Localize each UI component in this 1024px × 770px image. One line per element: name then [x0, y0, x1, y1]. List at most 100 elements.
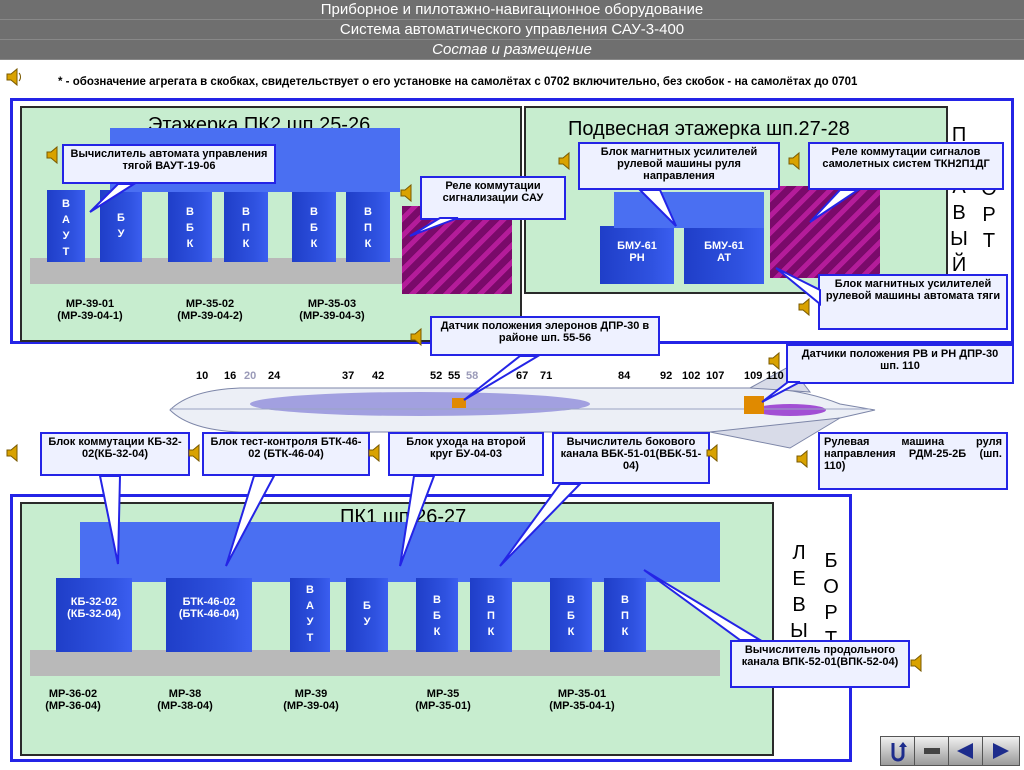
code-mr-35-01: МР-35-01 (МР-35-04-1): [549, 688, 615, 712]
callout-vpk52[interactable]: Вычислитель продольного канала ВПК-52-01…: [730, 640, 910, 688]
header-line-3: Состав и размещение: [0, 40, 1024, 60]
frame-20: 20: [244, 370, 257, 382]
speaker-icon[interactable]: [794, 448, 816, 475]
block-vpk-top-1[interactable]: В П К: [224, 190, 268, 262]
block-label: КБ-32-02 (КБ-32-04): [67, 596, 121, 620]
relay-stack: [402, 206, 512, 294]
return-icon: [891, 742, 907, 762]
block-bmu-at[interactable]: БМУ-61 АТ: [684, 226, 764, 284]
frame-102: 102: [682, 370, 701, 382]
frame-24: 24: [268, 370, 281, 382]
code-mr-38: МР-38 (МР-38-04): [157, 688, 213, 712]
block-vpk-top-2[interactable]: В П К: [346, 190, 390, 262]
block-bu-bottom[interactable]: Б У: [346, 578, 388, 652]
block-vbk-top-2[interactable]: В Б К: [292, 190, 336, 262]
frame-92: 92: [660, 370, 673, 382]
speaker-icon[interactable]: [44, 144, 66, 171]
code-mr-39: МР-39 (МР-39-04): [283, 688, 339, 712]
menu-button[interactable]: [914, 736, 950, 766]
callout-rdm25[interactable]: Рулевая машина руля направления РДМ-25-2…: [818, 432, 1008, 490]
previous-button[interactable]: [948, 736, 984, 766]
code-mr-35-02: МР-35-02 (МР-39-04-2): [177, 298, 243, 322]
frame-107: 107: [706, 370, 725, 382]
bottom-top-face: [80, 522, 720, 582]
callout-vaut[interactable]: Вычислитель автомата управления тягой ВА…: [62, 144, 276, 184]
callout-btk46[interactable]: Блок тест-контроля БТК-46-02 (БТК-46-04): [202, 432, 370, 476]
callout-relay-tkn[interactable]: Реле коммутации сигналов самолетных сист…: [808, 142, 1004, 190]
block-vpk-bottom-1[interactable]: В П К: [470, 578, 512, 652]
arrow-left-icon: [957, 743, 973, 759]
speaker-icon[interactable]: [796, 296, 818, 323]
shelf-shadow-bottom: [30, 650, 720, 676]
code-mr-39-01: МР-39-01 (МР-39-04-1): [57, 298, 123, 322]
speaker-icon[interactable]: [4, 442, 26, 469]
frame-110: 110: [766, 370, 784, 382]
code-mr-35-03: МР-35-03 (МР-39-04-3): [299, 298, 365, 322]
block-label: Б У: [363, 600, 371, 628]
block-label: В П К: [487, 594, 495, 638]
block-label: В П К: [242, 206, 250, 250]
callout-bu04[interactable]: Блок ухода на второй круг БУ-04-03: [388, 432, 544, 476]
block-label: В П К: [364, 206, 372, 250]
frame-42: 42: [372, 370, 385, 382]
footnote: * - обозначение агрегата в скобках, свид…: [58, 76, 858, 88]
speaker-icon[interactable]: [408, 326, 430, 353]
dpr30-aileron-marker: [452, 398, 466, 408]
speaker-icon[interactable]: [556, 150, 578, 177]
block-vaut-bottom[interactable]: В А У Т: [290, 578, 330, 652]
speaker-icon[interactable]: [186, 442, 208, 469]
bmu-top-face: [614, 192, 764, 228]
block-label: В Б К: [567, 594, 575, 638]
block-label: В А У Т: [306, 584, 314, 644]
code-mr-36-02: МР-36-02 (МР-36-04): [45, 688, 101, 712]
block-label: В А У Т: [62, 198, 70, 258]
block-label: БМУ-61 АТ: [704, 240, 744, 264]
speaker-icon[interactable]: [908, 652, 930, 679]
block-label: БМУ-61 РН: [617, 240, 657, 264]
block-vbk-bottom-1[interactable]: В Б К: [416, 578, 458, 652]
block-vpk-bottom-2[interactable]: В П К: [604, 578, 646, 652]
block-label: В Б К: [433, 594, 441, 638]
frame-10: 10: [196, 370, 209, 382]
speaker-icon[interactable]: [786, 150, 808, 177]
block-label: В Б К: [310, 206, 318, 250]
speaker-icon[interactable]: [704, 442, 726, 469]
code-mr-35: МР-35 (МР-35-01): [415, 688, 471, 712]
next-button[interactable]: [982, 736, 1020, 766]
speaker-icon[interactable]: [366, 442, 388, 469]
block-bmu-rn[interactable]: БМУ-61 РН: [600, 226, 674, 284]
header-line-1: Приборное и пилотажно-навигационное обор…: [0, 0, 1024, 20]
menu-icon: [924, 748, 940, 754]
header-line-2: Система автоматического управления САУ-3…: [0, 20, 1024, 40]
block-btk46[interactable]: БТК-46-02 (БТК-46-04): [166, 578, 252, 652]
callout-vbk51[interactable]: Вычислитель бокового канала ВБК-51-01(ВБ…: [552, 432, 710, 484]
callout-relay-sau[interactable]: Реле коммутации сигнализации САУ: [420, 176, 566, 220]
arrow-right-icon: [993, 743, 1009, 759]
block-label: Б У: [117, 212, 125, 240]
block-label: В Б К: [186, 206, 194, 250]
relay-tkn-stack: [770, 186, 880, 278]
speaker-icon[interactable]: [4, 66, 26, 93]
frame-numbers: 10 16 20 24 37 42 52 55 58 67 71 84 92 1…: [196, 370, 796, 384]
callout-dpr30-tail[interactable]: Датчики положения РВ и РН ДПР-30 шп. 110: [786, 344, 1014, 384]
frame-67: 67: [516, 370, 529, 382]
frame-58: 58: [466, 370, 479, 382]
block-vbk-bottom-2[interactable]: В Б К: [550, 578, 592, 652]
callout-dpr30-aileron[interactable]: Датчик положения элеронов ДПР-30 в район…: [430, 316, 660, 356]
frame-84: 84: [618, 370, 631, 382]
block-vaut-top[interactable]: В А У Т: [47, 190, 85, 262]
dpr30-tail-marker: [744, 396, 764, 414]
callout-bmu-rn[interactable]: Блок магнитных усилителей рулевой машины…: [578, 142, 780, 190]
section-hanging-title: Подвесная этажерка шп.27-28: [568, 118, 850, 140]
speaker-icon[interactable]: [398, 182, 420, 209]
return-button[interactable]: [880, 736, 916, 766]
frame-55: 55: [448, 370, 461, 382]
block-vbk-top-1[interactable]: В Б К: [168, 190, 212, 262]
frame-109: 109: [744, 370, 763, 382]
block-label: В П К: [621, 594, 629, 638]
speaker-icon[interactable]: [766, 350, 788, 377]
frame-71: 71: [540, 370, 553, 382]
shelf-shadow: [30, 258, 440, 284]
aircraft-outline: [169, 365, 876, 449]
block-kb32[interactable]: КБ-32-02 (КБ-32-04): [56, 578, 132, 652]
